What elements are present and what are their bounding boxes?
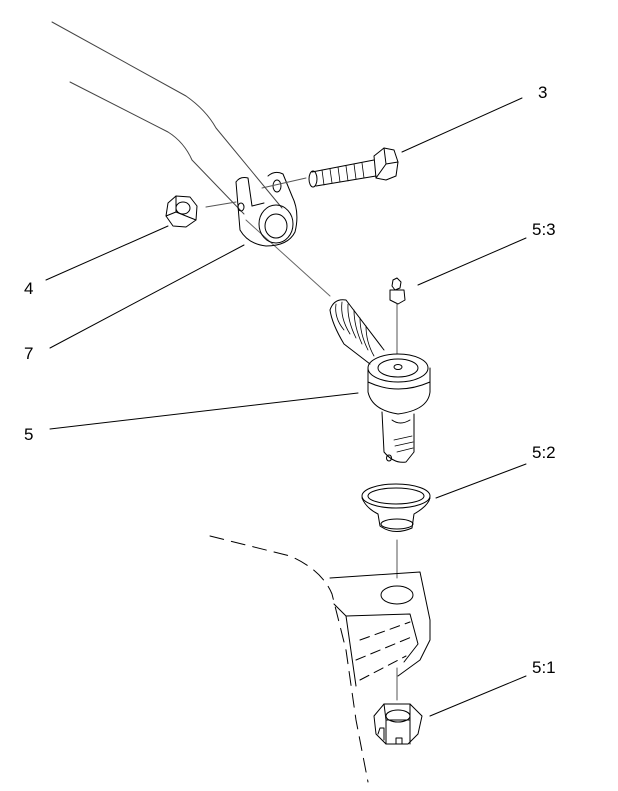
bolt-part-3	[308, 147, 399, 188]
leader-5-2	[435, 463, 527, 499]
callout-7: 7	[24, 344, 34, 363]
leader-5-1	[429, 675, 527, 717]
callout-3: 3	[538, 83, 548, 102]
lock-nut-part-4	[165, 195, 198, 228]
leader-4	[45, 225, 169, 281]
dust-boot-part-5-2	[361, 483, 431, 579]
grease-fitting-part-5-3	[389, 277, 406, 355]
callout-5-1: 5:1	[532, 658, 556, 677]
callout-5-3: 5:3	[532, 220, 556, 239]
leader-5	[49, 392, 359, 430]
callout-4: 4	[24, 279, 34, 298]
spindle-outline	[209, 535, 431, 783]
leader-3	[401, 97, 523, 153]
callout-5-2: 5:2	[532, 443, 556, 462]
clevis-part-7	[205, 171, 307, 247]
steering-arm-outline	[51, 21, 331, 297]
leader-5-3	[417, 237, 527, 286]
castle-nut-part-5-1	[373, 703, 423, 745]
leader-lines	[45, 97, 527, 717]
callout-5: 5	[24, 425, 34, 444]
tie-rod-end-part-5	[329, 299, 431, 463]
leader-7	[49, 244, 245, 349]
